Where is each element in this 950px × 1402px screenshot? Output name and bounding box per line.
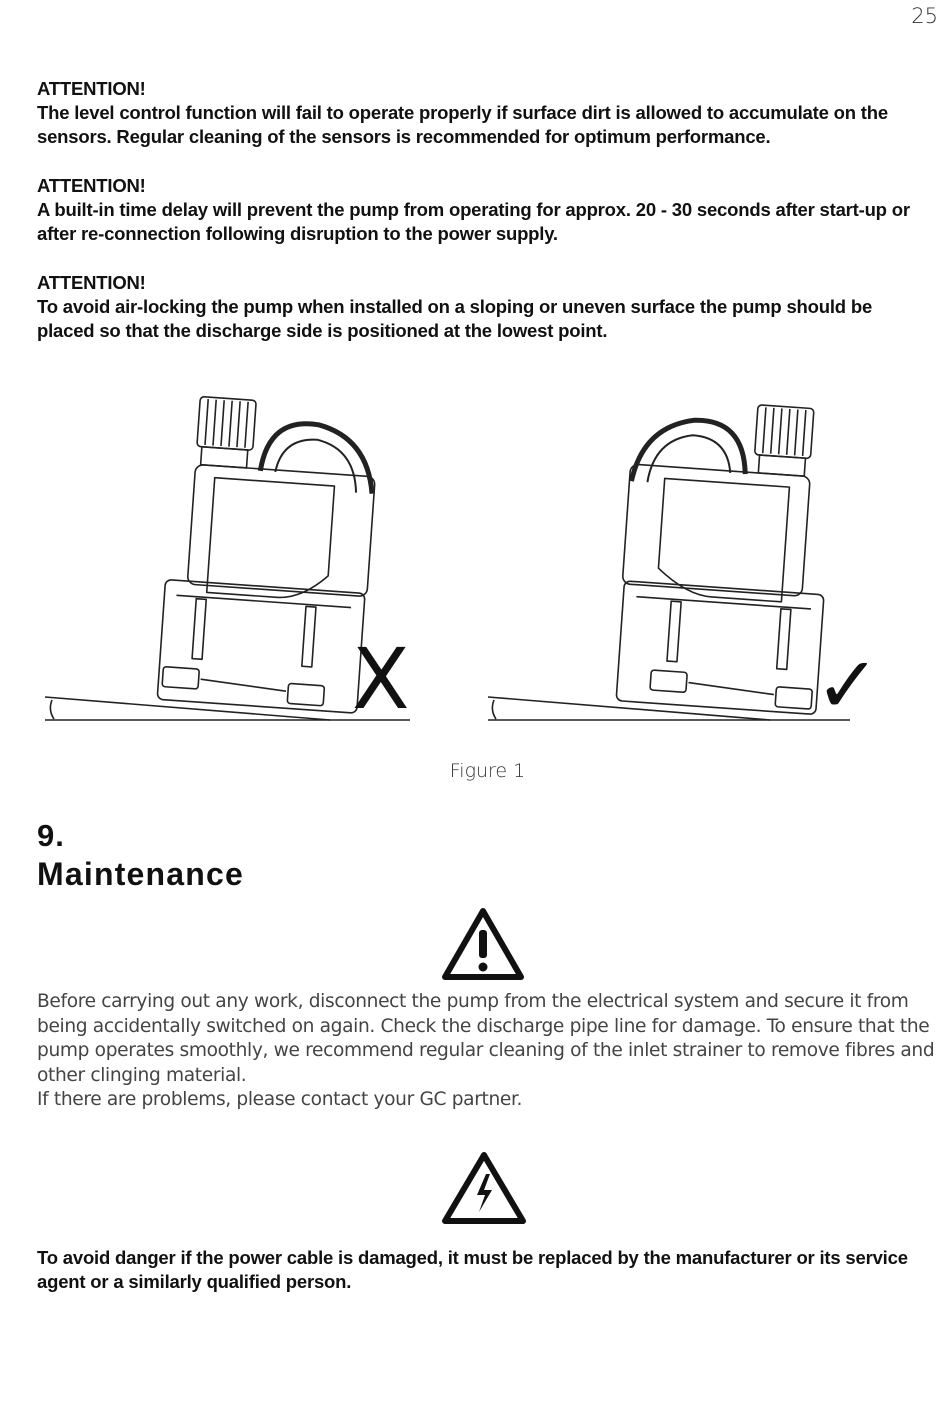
attention-heading: ATTENTION! [37,78,146,99]
pump-installation-figure: X [40,390,880,730]
pump-correct-orientation: ✓ [487,404,880,730]
attention-notice-time-delay: ATTENTION! A built-in time delay will pr… [37,174,927,246]
attention-notice-air-locking: ATTENTION! To avoid air-locking the pump… [37,271,927,343]
maintenance-contact-text: If there are problems, please contact yo… [37,1089,523,1110]
attention-heading: ATTENTION! [37,272,146,293]
figure-caption: Figure 1 [449,760,526,782]
power-cable-danger-text: To avoid danger if the power cable is da… [37,1247,908,1292]
attention-text: To avoid air-locking the pump when insta… [37,296,873,341]
wrong-mark: X [352,630,410,728]
right-mark: ✓ [815,641,880,730]
attention-text: The level control function will fail to … [37,102,888,147]
maintenance-text: Before carrying out any work, disconnect… [37,991,935,1086]
electric-hazard-icon [442,1152,526,1224]
attention-heading: ATTENTION! [37,175,146,196]
attention-text: A built-in time delay will prevent the p… [37,199,910,244]
maintenance-paragraph: Before carrying out any work, disconnect… [37,990,942,1113]
section-number: 9. [37,818,65,853]
page-number: 25 [911,4,938,28]
section-title: Maintenance [37,856,245,892]
warning-triangle-icon [442,908,524,980]
attention-notice-sensors: ATTENTION! The level control function wi… [37,77,927,149]
pump-wrong-orientation: X [44,395,410,728]
